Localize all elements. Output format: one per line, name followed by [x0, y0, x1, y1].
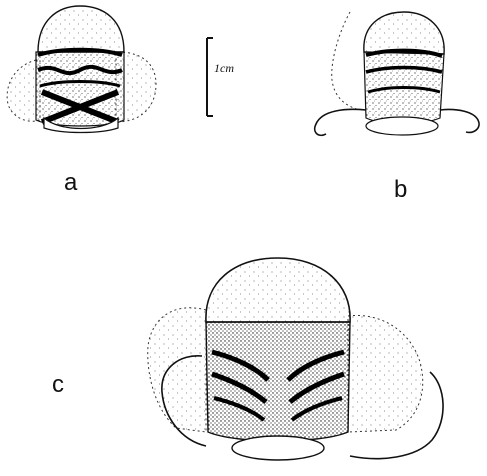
scale-bar — [207, 38, 213, 116]
panel-label-c: c — [52, 373, 64, 397]
panel-c-dome — [206, 258, 350, 322]
panel-a-dome — [38, 6, 124, 52]
panel-c-left-lobe — [148, 308, 206, 432]
panel-label-b: b — [394, 178, 407, 202]
panel-a-body — [36, 52, 124, 126]
panel-label-a: a — [64, 171, 77, 195]
panel-c-drawing — [148, 258, 443, 460]
panel-b-drawing — [315, 12, 479, 135]
panel-a-drawing — [7, 6, 156, 133]
panel-c-right-lobe — [348, 315, 423, 432]
panel-b-dome — [364, 12, 444, 54]
panel-a-left-lobe — [7, 60, 40, 121]
scale-bar-label: 1cm — [214, 61, 234, 76]
panel-b-dotted-outline — [332, 12, 360, 110]
